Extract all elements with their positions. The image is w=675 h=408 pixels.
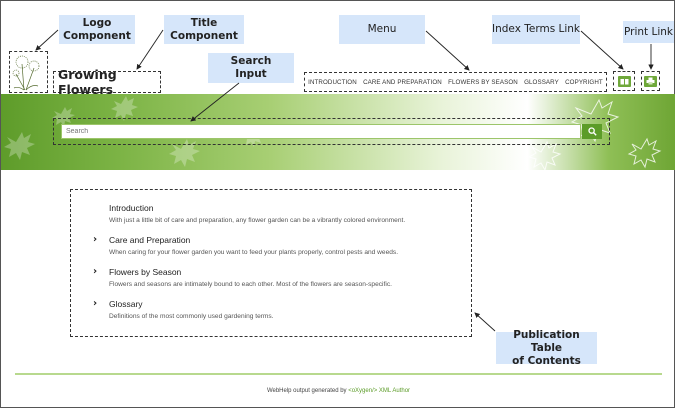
toc-link-care-and-preparation[interactable]: Care and Preparation (109, 235, 191, 245)
toc-link-introduction[interactable]: Introduction (109, 203, 154, 213)
menu-callout: Menu (339, 15, 425, 44)
print-callout: Print Link (623, 21, 674, 43)
main-menu: INTRODUCTION CARE AND PREPARATION FLOWER… (304, 72, 607, 92)
search-component (53, 118, 610, 145)
dandelion-logo-icon (12, 55, 40, 91)
chevron-right-icon[interactable]: › (93, 234, 98, 245)
toc-callout: Publication Table of Contents (496, 329, 597, 367)
toc-link-flowers-by-season[interactable]: Flowers by Season (109, 267, 182, 277)
footer-divider (15, 373, 662, 375)
toc-item-flowers-by-season: Flowers by Season Flowers and seasons ar… (109, 267, 392, 288)
publication-toc (70, 189, 472, 337)
search-button[interactable] (582, 124, 602, 139)
toc-item-glossary: Glossary Definitions of the most commonl… (109, 299, 274, 320)
site-title[interactable]: Growing Flowers (58, 67, 117, 97)
index-terms-link[interactable] (613, 71, 635, 91)
footer: WebHelp output generated by <oXygen/> XM… (1, 388, 675, 394)
menu-item-flowers-by-season[interactable]: FLOWERS BY SEASON (448, 78, 518, 86)
search-input[interactable] (61, 124, 581, 139)
footer-link[interactable]: <oXygen/> XML Author (348, 388, 411, 394)
logo-component[interactable] (9, 51, 48, 93)
toc-desc: With just a little bit of care and prepa… (109, 217, 406, 224)
toc-item-introduction: Introduction With just a little bit of c… (109, 203, 405, 224)
menu-item-copyright[interactable]: COPYRIGHT (565, 78, 603, 86)
print-link[interactable] (641, 71, 660, 91)
logo-callout: Logo Component (59, 15, 135, 44)
toc-desc: When caring for your flower garden you w… (109, 249, 399, 256)
search-callout: Search Input (208, 53, 294, 83)
menu-item-introduction[interactable]: INTRODUCTION (308, 78, 357, 86)
title-component[interactable]: Growing Flowers (53, 67, 161, 97)
toc-desc: Flowers and seasons are intimately bound… (109, 281, 392, 288)
chevron-right-icon[interactable]: › (93, 298, 98, 309)
toc-item-care-and-preparation: Care and Preparation When caring for you… (109, 235, 398, 256)
menu-item-care-and-preparation[interactable]: CARE AND PREPARATION (363, 78, 442, 86)
book-icon (617, 75, 631, 87)
printer-icon (644, 75, 657, 87)
footer-text: WebHelp output generated by (266, 388, 349, 394)
chevron-right-icon[interactable]: › (93, 266, 98, 277)
toc-link-glossary[interactable]: Glossary (109, 299, 143, 309)
toc-desc: Definitions of the most commonly used ga… (109, 313, 274, 320)
menu-item-glossary[interactable]: GLOSSARY (524, 78, 559, 86)
index-terms-callout: Index Terms Link (492, 15, 580, 44)
title-callout: Title Component (164, 15, 244, 44)
search-icon (587, 127, 597, 136)
